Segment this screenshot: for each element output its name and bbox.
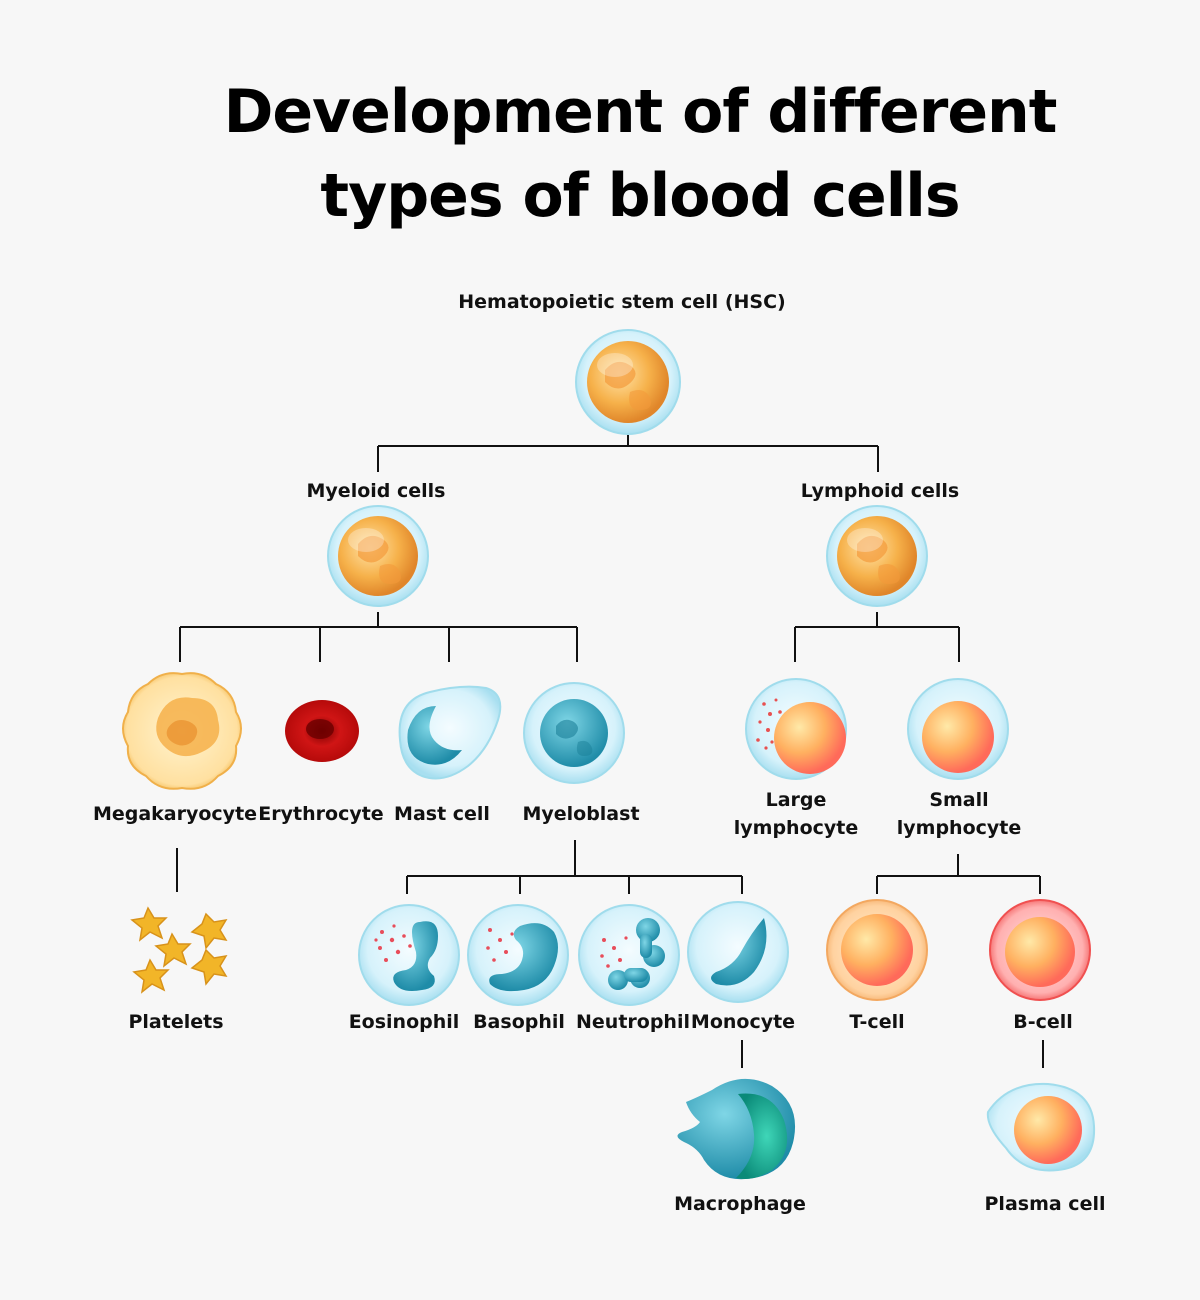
title-line-1: Development of different [223,77,1058,147]
small-lymphocyte-label-1: Small [929,789,988,811]
b-cell-icon [989,899,1091,1001]
large-lymphocyte-cell-icon [745,678,847,780]
page-title: Development of different types of blood … [0,70,1200,238]
neutrophil-label: Neutrophil [576,1011,690,1033]
monocyte-cell-icon [687,901,789,1003]
erythrocyte-cell-icon [285,700,359,762]
basophil-cell-icon [467,904,569,1006]
lymphoid-label: Lymphoid cells [801,480,959,502]
myeloblast-label: Myeloblast [522,803,639,825]
plasma-cell-label: Plasma cell [985,1193,1106,1215]
myeloid-cell-icon [327,505,429,607]
t-cell-icon [826,899,928,1001]
eosinophil-cell-icon [358,904,460,1006]
b-cell-label: B-cell [1013,1011,1073,1033]
mast-cell-label: Mast cell [394,803,490,825]
hsc-label: Hematopoietic stem cell (HSC) [458,291,785,313]
megakaryocyte-label: Megakaryocyte [93,803,257,825]
large-lymphocyte-label-2: lymphocyte [734,817,859,839]
basophil-label: Basophil [473,1011,565,1033]
myeloid-label: Myeloid cells [307,480,446,502]
neutrophil-cell-icon [578,904,680,1006]
connector-lines [176,432,1044,1068]
mast-cell-icon [398,685,502,780]
macrophage-label: Macrophage [674,1193,806,1215]
myeloblast-cell-icon [523,682,625,784]
platelets-icon [130,906,228,994]
platelets-label: Platelets [128,1011,223,1033]
t-cell-label: T-cell [849,1011,904,1033]
large-lymphocyte-label-1: Large [766,789,827,811]
eosinophil-label: Eosinophil [349,1011,460,1033]
plasma-cell-icon [986,1082,1096,1172]
small-lymphocyte-cell-icon [907,678,1009,780]
monocyte-label: Monocyte [691,1011,795,1033]
macrophage-cell-icon [677,1078,796,1180]
small-lymphocyte-label-2: lymphocyte [897,817,1022,839]
erythrocyte-label: Erythrocyte [258,803,383,825]
hsc-cell-icon [575,329,681,435]
title-line-2: types of blood cells [320,161,960,231]
megakaryocyte-cell-icon [122,672,242,790]
lymphoid-cell-icon [826,505,928,607]
